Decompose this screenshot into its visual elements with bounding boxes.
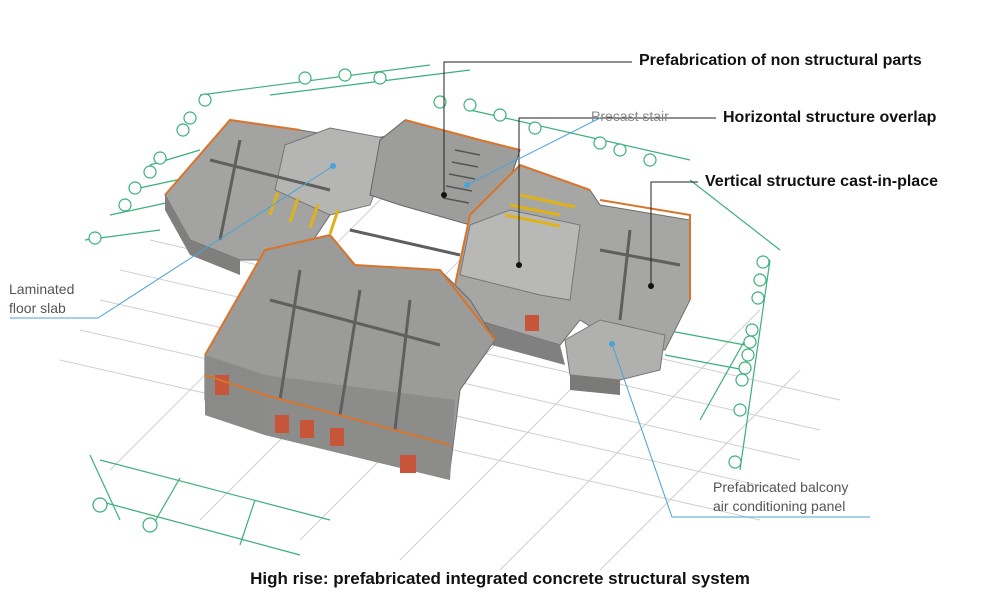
leader-lines [10,61,870,518]
dimension-lines [84,64,781,556]
label-balcony-line1: Prefabricated balcony [713,479,849,495]
label-horizontal-overlap: Horizontal structure overlap [723,109,937,126]
label-precast-stair: Precast stair [591,108,669,124]
leader-horizontal-overlap [518,117,716,265]
axis-bubbles [88,68,770,533]
label-vertical-cast: Vertical structure cast-in-place [705,173,938,190]
label-balcony-line2: air conditioning panel [713,498,846,514]
label-laminated-slab: Laminated floor slab [9,280,74,318]
leader-precast-stair [466,117,601,186]
figure-caption: High rise: prefabricated integrated conc… [250,569,750,588]
label-prefab-nonstructural: Prefabrication of non structural parts [639,52,922,69]
label-balcony-panel: Prefabricated balcony air conditioning p… [713,478,848,516]
leader-dots [330,163,654,347]
leader-vertical-cast [650,181,698,286]
leader-balcony [611,343,870,518]
label-laminated-slab-line1: Laminated [9,281,75,297]
leader-laminated-slab [10,165,334,319]
building [164,118,691,480]
label-laminated-slab-line2: floor slab [9,300,66,316]
leader-prefab-nonstructural [443,61,632,195]
